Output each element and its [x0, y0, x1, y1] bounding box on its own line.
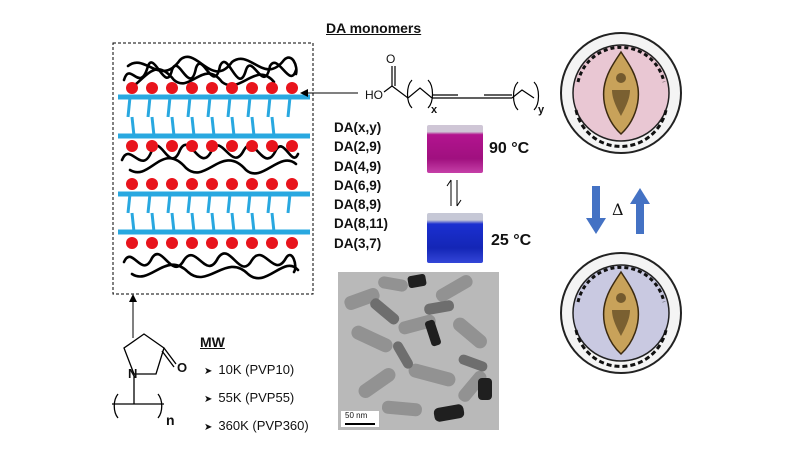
cool-down-arrow — [586, 186, 606, 234]
da-item: DA(4,9) — [334, 158, 382, 174]
equilibrium-arrows — [446, 179, 462, 207]
seal-hot — [560, 32, 682, 154]
da-monomer-structure — [383, 66, 540, 111]
da-item: DA(3,7) — [334, 235, 382, 251]
da-monomers-title: DA monomers — [326, 20, 422, 36]
da-item: DA(8,11) — [334, 216, 389, 232]
heat-up-arrow — [630, 188, 650, 234]
pvp-o-label: O — [177, 360, 188, 375]
mw-item: ➤360K (PVP360) — [204, 418, 309, 433]
mw-title: MW — [200, 334, 225, 350]
tem-image — [338, 272, 499, 430]
carboxyl-o-label: O — [386, 52, 396, 66]
bullet-arrow-icon: ➤ — [204, 394, 213, 405]
x-subscript: x — [431, 104, 438, 116]
bullet-arrow-icon: ➤ — [204, 366, 213, 377]
pvp-n-subscript: n — [166, 412, 175, 428]
da-item: DA(6,9) — [334, 177, 382, 193]
headgroups — [126, 82, 298, 249]
delta-symbol: Δ — [612, 200, 624, 219]
mw-list: ➤10K (PVP10) ➤55K (PVP55) ➤360K (PVP360) — [204, 357, 309, 441]
layer-group-2 — [118, 191, 310, 235]
vial-hot — [427, 125, 483, 173]
bilayer-frame — [112, 42, 314, 295]
temperature-hot-label: 90 °C — [489, 140, 530, 157]
bullet-arrow-icon: ➤ — [204, 422, 213, 433]
da-item: DA(8,9) — [334, 197, 382, 213]
vial-cold — [427, 213, 483, 263]
monomer-pointer-arrow — [300, 89, 358, 97]
y-subscript: y — [538, 104, 545, 116]
thermo-arrows — [586, 186, 650, 234]
pvp-pointer-arrow — [129, 294, 137, 338]
seal-cold — [560, 252, 682, 374]
carboxyl-ho-label: HO — [365, 88, 383, 102]
da-item: DA(2,9) — [334, 139, 382, 155]
da-monomer-list: DA(x,y) DA(2,9) DA(4,9) DA(6,9) DA(8,9) … — [334, 118, 388, 253]
scale-bar-label: 50 nm — [345, 411, 368, 420]
da-item: DA(x,y) — [334, 120, 382, 135]
pvp-structure — [112, 333, 177, 419]
mw-item: ➤55K (PVP55) — [204, 390, 295, 405]
pvp-n-label: N — [128, 366, 138, 381]
layer-group-1 — [118, 94, 310, 139]
mw-item: ➤10K (PVP10) — [204, 362, 295, 377]
temperature-cold-label: 25 °C — [491, 232, 532, 249]
